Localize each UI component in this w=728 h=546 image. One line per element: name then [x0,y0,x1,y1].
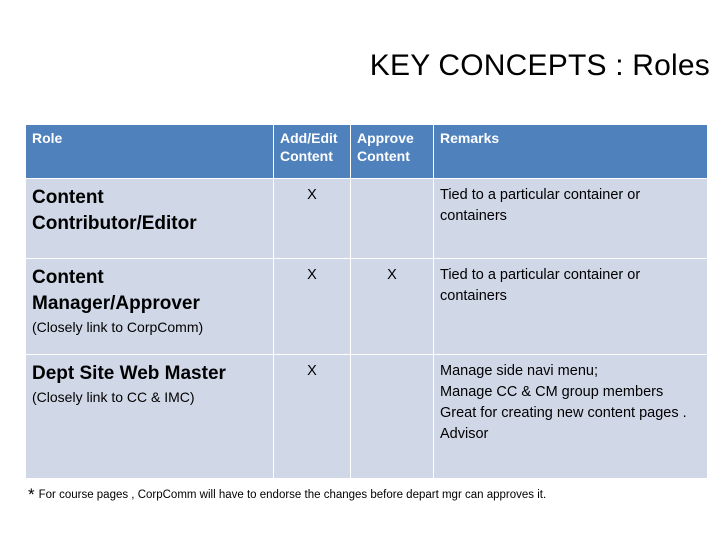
remark-line: Great for creating new content pages . [440,405,687,421]
role-name: Dept Site Web Master [32,363,226,384]
remark-line: Tied to a particular container or contai… [440,267,641,304]
role-cell: Content Contributor/Editor [25,178,274,259]
header-approve: Approve Content [350,124,434,179]
role-name: Content Contributor/Editor [32,187,197,234]
remark-line: Manage CC & CM group members [440,384,664,400]
remarks-cell: Tied to a particular container or contai… [433,258,708,355]
approve-cell [350,178,434,259]
remarks-cell: Tied to a particular container or contai… [433,178,708,259]
header-add-edit: Add/Edit Content [273,124,351,179]
role-cell: Dept Site Web Master (Closely link to CC… [25,354,274,479]
remarks-cell: Manage side navi menu; Manage CC & CM gr… [433,354,708,479]
add-edit-cell: X [273,258,351,355]
header-role: Role [25,124,274,179]
footnote-text: For course pages , CorpComm will have to… [38,489,547,501]
footnote-star: * [28,485,35,504]
role-note: (Closely link to CorpComm) [32,319,204,335]
add-edit-cell: X [273,354,351,479]
header-remarks: Remarks [433,124,708,179]
role-note: (Closely link to CC & IMC) [32,389,195,405]
footnote: *For course pages , CorpComm will have t… [28,486,708,504]
role-name: Content Manager/Approver [32,267,200,314]
table-row: Content Contributor/Editor X Tied to a p… [25,178,708,259]
remark-line: Tied to a particular container or contai… [440,187,641,224]
add-edit-cell: X [273,178,351,259]
remark-line: Advisor [440,426,489,442]
table-header-row: Role Add/Edit Content Approve Content Re… [25,124,708,179]
table-row: Dept Site Web Master (Closely link to CC… [25,354,708,479]
remark-line: Manage side navi menu; [440,363,598,379]
approve-cell: X [350,258,434,355]
table-row: Content Manager/Approver (Closely link t… [25,258,708,355]
role-cell: Content Manager/Approver (Closely link t… [25,258,274,355]
approve-cell [350,354,434,479]
roles-table: Role Add/Edit Content Approve Content Re… [25,124,708,479]
slide-title: KEY CONCEPTS : Roles [369,49,710,82]
